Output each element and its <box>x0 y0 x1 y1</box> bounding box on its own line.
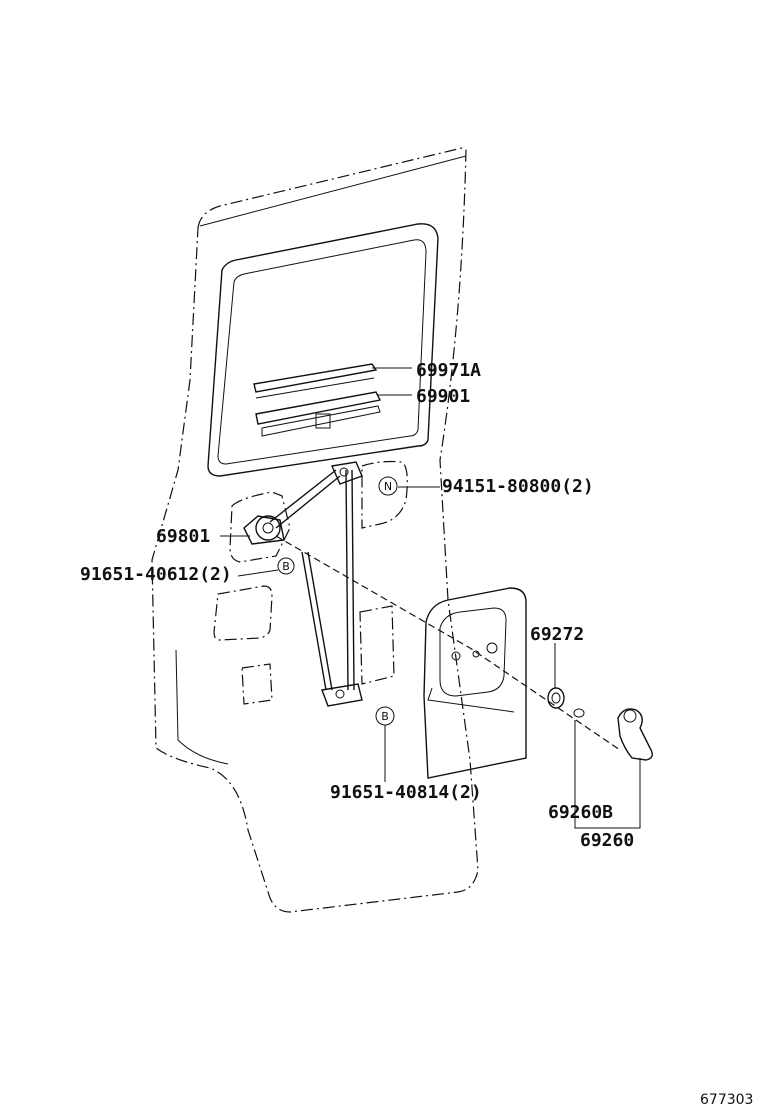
run-channel-bracket <box>315 413 331 429</box>
label-69801: 69801 <box>156 526 210 547</box>
window-handle-knob <box>623 709 637 723</box>
weatherstrip-69971a <box>253 363 378 393</box>
label-69272: 69272 <box>530 624 584 645</box>
regulator-gear-hub <box>262 522 274 534</box>
leader-lines <box>220 367 641 829</box>
run-channel-69901 <box>255 391 382 425</box>
label-69901: 69901 <box>416 386 470 407</box>
trim-panel-bottom <box>427 687 515 713</box>
trim-panel <box>423 587 527 779</box>
regulator-arm-cross <box>269 469 341 529</box>
run-channel-69901-inner <box>261 405 381 437</box>
label-94151-80800: 94151-80800(2) <box>442 476 594 497</box>
door-top-edge <box>199 155 467 227</box>
service-hole-left-1 <box>213 585 273 641</box>
trim-hole-1 <box>451 651 461 661</box>
label-91651-40814: 91651-40814(2) <box>330 782 482 803</box>
marker-b-lower: B <box>375 706 395 726</box>
handle-axis-line <box>275 535 621 751</box>
label-69260: 69260 <box>580 830 634 851</box>
service-hole-left-2 <box>241 663 273 705</box>
svg-text:B: B <box>282 560 290 573</box>
door-inner-curve <box>175 649 229 765</box>
figure-id: 677303 <box>700 1092 753 1108</box>
clip-69260b <box>573 708 585 718</box>
regulator-upper-plate <box>330 461 363 485</box>
trim-hole-3 <box>486 642 498 654</box>
weatherstrip-69971a-edge <box>255 377 375 399</box>
label-69971a: 69971A <box>416 360 481 381</box>
marker-n: N <box>378 476 398 496</box>
label-91651-40612: 91651-40612(2) <box>80 564 232 585</box>
window-frame-outer <box>207 223 439 477</box>
regulator-arm-lower <box>301 551 333 691</box>
window-handle-69260 <box>617 708 653 761</box>
svg-text:B: B <box>381 710 389 723</box>
service-hole-mid <box>359 605 395 685</box>
regulator-lower-plate <box>321 683 363 707</box>
regulator-upper-bolt <box>339 467 349 477</box>
trim-panel-pocket <box>439 607 507 697</box>
regulator-mount <box>243 515 285 545</box>
regulator-gear <box>255 515 281 541</box>
escutcheon-69272 <box>547 687 565 709</box>
window-frame-inner <box>217 239 427 465</box>
escutcheon-69272-inner <box>551 692 561 704</box>
marker-b-upper: B <box>277 557 295 575</box>
svg-text:N: N <box>384 480 392 493</box>
label-69260b: 69260B <box>548 802 613 823</box>
regulator-lower-bolt <box>335 689 345 699</box>
access-hole-upper <box>361 460 408 529</box>
